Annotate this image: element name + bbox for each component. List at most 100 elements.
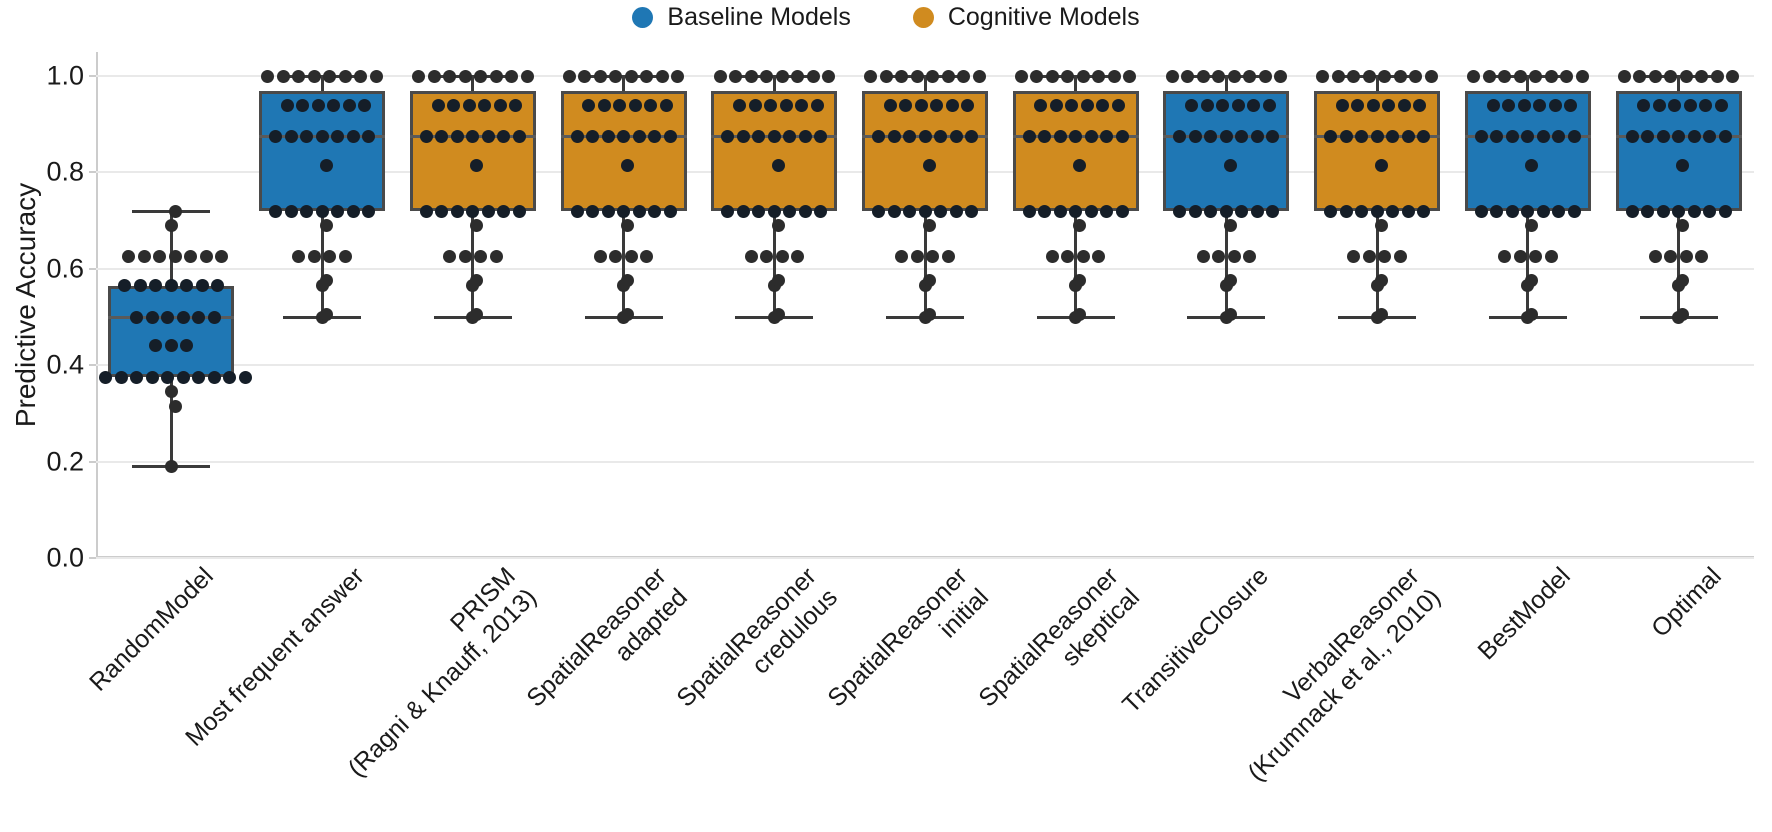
data-point [1633, 69, 1647, 83]
data-point [450, 129, 464, 143]
data-point [1498, 250, 1512, 264]
data-point [1100, 204, 1114, 218]
data-point [648, 204, 662, 218]
data-point [1695, 69, 1709, 83]
y-axis-label-text: Predictive Accuracy [10, 182, 42, 428]
data-point [586, 204, 600, 218]
data-point [1053, 129, 1067, 143]
lower-whisker [320, 211, 324, 318]
data-point [1223, 308, 1237, 322]
legend-entry-1[interactable]: Baseline Models [632, 4, 851, 30]
y-tick-label-0.2: 0.2 [46, 446, 84, 477]
data-point [1652, 98, 1666, 112]
data-point [1625, 129, 1639, 143]
y-tick-label-0.4: 0.4 [46, 349, 84, 380]
data-point [207, 370, 221, 384]
data-point [1417, 129, 1431, 143]
data-point [1401, 204, 1415, 218]
data-point [1165, 69, 1179, 83]
data-point [338, 69, 352, 83]
data-point [292, 69, 306, 83]
data-point [427, 69, 441, 83]
data-point [1482, 69, 1496, 83]
data-point [1490, 204, 1504, 218]
legend-entry-2[interactable]: Cognitive Models [912, 4, 1140, 30]
data-point [1355, 129, 1369, 143]
data-point [570, 129, 584, 143]
upper-cap [1187, 74, 1266, 78]
lower-whisker [1526, 211, 1530, 318]
data-point [1490, 129, 1504, 143]
data-point [261, 69, 275, 83]
data-point [133, 279, 147, 293]
data-point [269, 129, 283, 143]
data-point [1200, 98, 1214, 112]
box-rect[interactable] [560, 90, 687, 212]
data-point [192, 370, 206, 384]
data-point [872, 129, 885, 143]
data-point [733, 98, 747, 112]
data-point [621, 308, 635, 322]
data-point [130, 370, 144, 384]
data-point [497, 204, 511, 218]
data-point [1084, 204, 1098, 218]
data-point [1397, 98, 1411, 112]
data-point [1212, 69, 1226, 83]
data-point [362, 204, 376, 218]
data-point [628, 98, 642, 112]
data-point [307, 250, 321, 264]
data-point [466, 204, 480, 218]
data-point [1111, 98, 1125, 112]
data-point [903, 129, 916, 143]
data-point [752, 129, 766, 143]
box-rect[interactable] [108, 285, 235, 378]
data-point [292, 250, 306, 264]
data-point [161, 370, 175, 384]
data-point [760, 250, 774, 264]
data-point [1212, 250, 1226, 264]
data-point [1243, 69, 1257, 83]
data-point [806, 69, 820, 83]
data-point [1699, 98, 1713, 112]
data-point [1676, 274, 1690, 288]
data-point [663, 129, 677, 143]
data-point [1065, 98, 1079, 112]
y-axis-label: Predictive Accuracy [6, 52, 46, 558]
data-point [1107, 69, 1121, 83]
upper-whisker [169, 211, 173, 286]
data-point [323, 250, 337, 264]
data-point [1521, 204, 1535, 218]
data-point [319, 158, 333, 172]
data-point [1096, 98, 1110, 112]
data-point [1115, 204, 1129, 218]
data-point [1505, 129, 1519, 143]
data-point [593, 69, 607, 83]
data-point [771, 308, 785, 322]
data-point [748, 98, 762, 112]
x-tick-label-1: RandomModel [84, 562, 220, 698]
data-point [284, 129, 298, 143]
data-point [1073, 218, 1087, 232]
data-point [520, 69, 534, 83]
data-point [346, 204, 360, 218]
data-point [211, 279, 225, 293]
data-point [640, 250, 654, 264]
data-point [215, 250, 229, 264]
data-point [1718, 129, 1732, 143]
upper-cap [1338, 74, 1417, 78]
data-point [767, 204, 781, 218]
data-point [810, 98, 824, 112]
data-point [965, 129, 978, 143]
data-point [1123, 69, 1137, 83]
data-point [161, 310, 175, 324]
data-point [145, 310, 159, 324]
data-point [1258, 69, 1272, 83]
data-point [497, 129, 511, 143]
data-point [164, 218, 178, 232]
data-point [1262, 98, 1276, 112]
data-point [1552, 204, 1566, 218]
data-point [1560, 69, 1574, 83]
